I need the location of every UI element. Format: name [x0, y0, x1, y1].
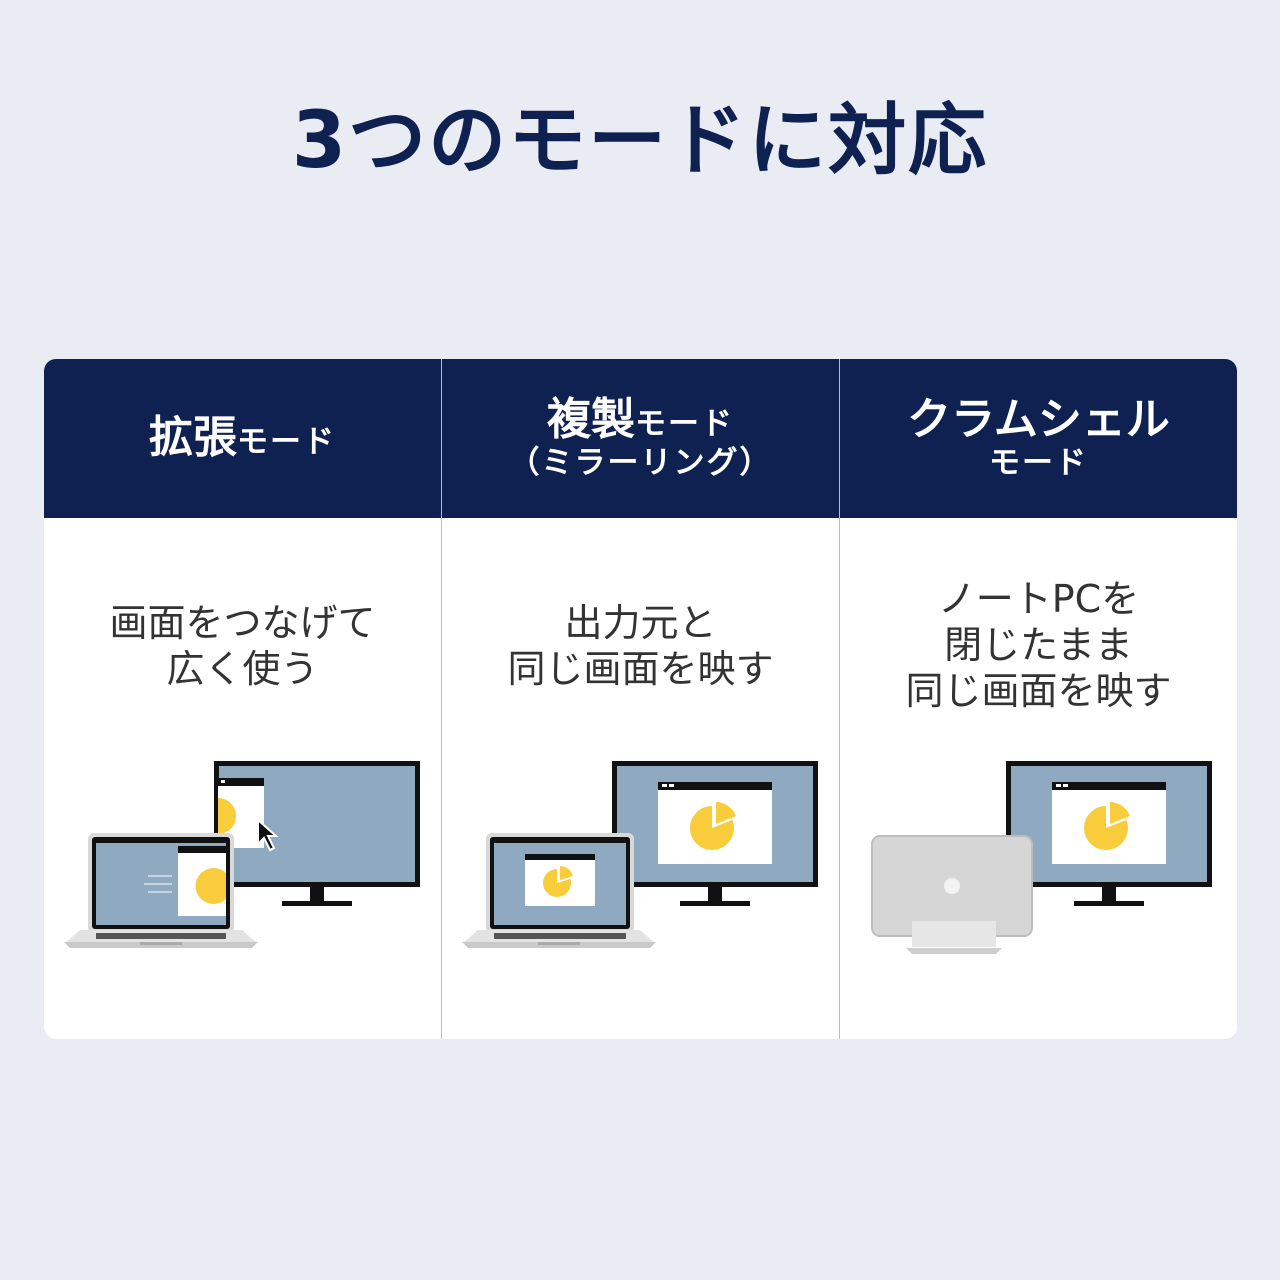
desc-line: 同じ画面を映す [507, 647, 774, 691]
mode-mirror-body: 出力元と 同じ画面を映す [442, 518, 839, 1039]
desc-line: 出力元と [564, 601, 717, 645]
mode-extend-body: 画面をつなげて 広く使う [44, 518, 441, 1039]
mode-extend-title: 拡張 [149, 412, 237, 464]
pie-chart-icon [1084, 802, 1130, 850]
mode-mirror-title: 複製 [547, 394, 635, 446]
laptop-icon [462, 833, 656, 948]
pie-chart-icon [218, 798, 236, 834]
mode-mirror: 複製モード （ミラーリング） 出力元と 同じ画面を映す [441, 359, 839, 1039]
mode-mirror-subtitle: （ミラーリング） [508, 444, 773, 481]
mode-clamshell: クラムシェル モード ノートPCを 閉じたまま 同じ画面を映す [839, 359, 1237, 1039]
clamshell-illustration [871, 761, 1212, 954]
mode-clamshell-title: クラムシェル [907, 394, 1170, 446]
mode-clamshell-body: ノートPCを 閉じたまま 同じ画面を映す [840, 518, 1237, 1039]
mode-extend-header: 拡張モード [44, 359, 441, 518]
laptop-stand-icon [871, 835, 1033, 954]
mirror-illustration [462, 761, 818, 948]
mode-extend: 拡張モード 画面をつなげて 広く使う [44, 359, 441, 1039]
cursor-icon [257, 817, 279, 852]
desc-line: 画面をつなげて [109, 601, 376, 645]
mode-extend-suffix: モード [237, 424, 336, 461]
desc-line: ノートPCを [937, 577, 1140, 621]
mode-mirror-header: 複製モード （ミラーリング） [442, 359, 839, 518]
extend-illustration [64, 761, 420, 948]
mode-clamshell-header: クラムシェル モード [840, 359, 1237, 518]
page-title: 3つのモードに対応 [291, 96, 989, 186]
mode-mirror-suffix: モード [635, 406, 734, 443]
desc-line: 同じ画面を映す [905, 669, 1172, 713]
modes-panel: 拡張モード 画面をつなげて 広く使う [44, 359, 1237, 1039]
mode-clamshell-subtitle: モード [989, 444, 1088, 481]
mode-extend-description: 画面をつなげて 広く使う [44, 600, 441, 692]
pie-chart-icon [690, 802, 736, 850]
mode-mirror-description: 出力元と 同じ画面を映す [442, 600, 839, 692]
desc-line: 閉じたまま [944, 623, 1133, 667]
mode-clamshell-description: ノートPCを 閉じたまま 同じ画面を映す [840, 576, 1237, 714]
laptop-icon [64, 833, 258, 948]
desc-line: 広く使う [166, 647, 319, 691]
